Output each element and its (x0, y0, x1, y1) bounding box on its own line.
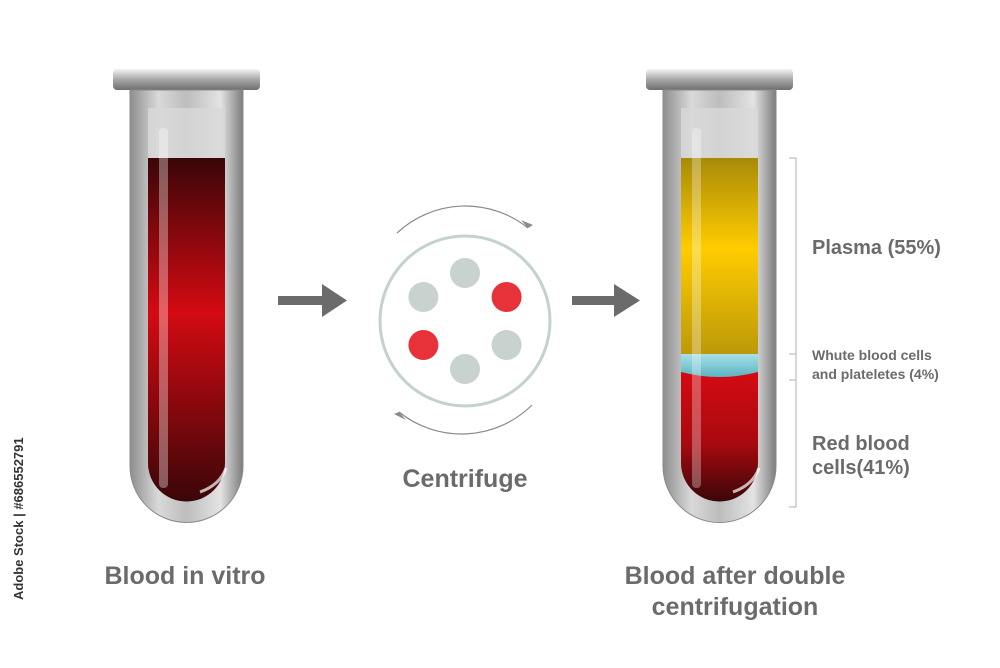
centrifuge-label: Centrifuge (360, 464, 570, 495)
plasma-label: Plasma (55%) (812, 236, 992, 260)
left-tube-cap (113, 69, 260, 90)
centrifuge-illustration (380, 206, 550, 434)
rbc-label-line-2: cells(41%) (812, 456, 992, 480)
centrifuge-sample-1 (450, 258, 480, 288)
centrifuge-sample-5 (408, 330, 438, 360)
stock-watermark: Adobe Stock | #686552791 (4, 400, 30, 600)
wbc-label-line-2: and plateletes (4%) (812, 365, 992, 384)
centrifuge-sample-6 (408, 282, 438, 312)
arrow-to-centrifuge (278, 284, 347, 317)
right-tube-highlight (692, 128, 701, 488)
right-tube-label-line-2: centrifugation (590, 592, 880, 623)
rbc-label-line-1: Red blood (812, 432, 992, 456)
rotation-arrow-top (397, 206, 528, 233)
arrow-to-separated-tube (572, 284, 640, 317)
wbc-platelet-label: Whute blood cells and plateletes (4%) (812, 346, 992, 384)
centrifuge-sample-3 (492, 330, 522, 360)
left-tube-highlight (159, 128, 168, 488)
right-test-tube (646, 69, 793, 523)
centrifuge-sample-2 (492, 282, 522, 312)
right-tube-cap (646, 69, 793, 90)
centrifuge-sample-4 (450, 354, 480, 384)
wbc-label-line-1: Whute blood cells (812, 346, 992, 365)
stock-id-text: Adobe Stock | #686552791 (11, 437, 26, 600)
left-test-tube (113, 69, 260, 522)
layer-bracket (789, 158, 796, 507)
right-tube-label: Blood after double centrifugation (590, 561, 880, 623)
left-tube-label: Blood in vitro (60, 561, 310, 592)
rbc-label: Red blood cells(41%) (812, 432, 992, 480)
right-tube-label-line-1: Blood after double (590, 561, 880, 592)
rotation-arrow-bottom (399, 405, 532, 434)
